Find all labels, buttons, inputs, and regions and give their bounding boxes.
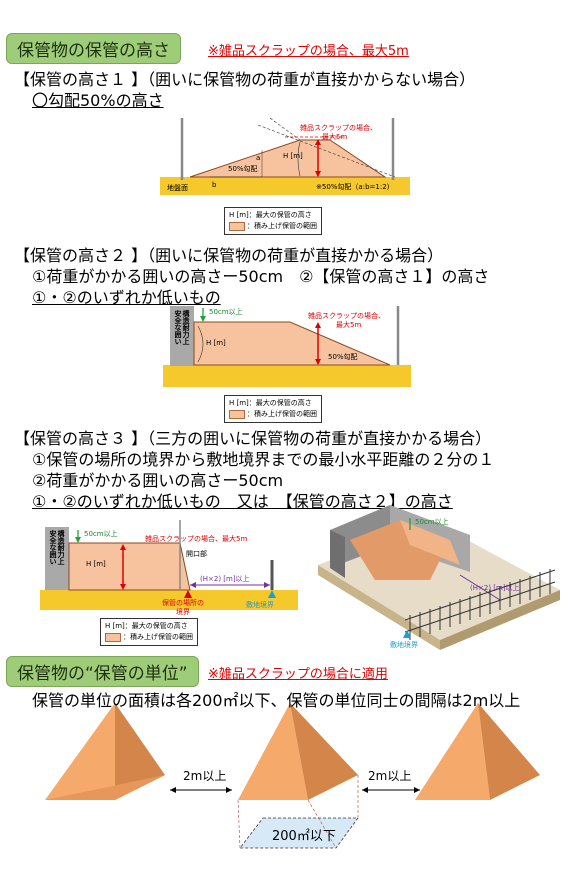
d3-h-label: H [m] <box>86 560 106 568</box>
height3-line3: ①・②のいずれか低いもの 又は 【保管の高さ２】の高さ <box>32 492 453 511</box>
d1-slope-label: 50%勾配 <box>228 165 258 173</box>
gap-label-1: 2m以上 <box>183 769 227 783</box>
height3-title: 【保管の高さ３ 】（三方の囲いに保管物の荷重が直接かかる場合） <box>14 429 492 448</box>
pyramid-2-right <box>290 703 358 800</box>
pyramid-2-left <box>238 703 308 800</box>
iso-site-label: 敷地境界 <box>390 641 418 649</box>
pyramid-1-right <box>115 703 165 800</box>
d3-scrap-label: 雑品スクラップの場合、最大5m <box>145 535 248 543</box>
height1-subtitle: 〇勾配50%の高さ <box>32 91 164 110</box>
slope-guide <box>257 124 396 178</box>
d1-b-label: b <box>212 181 217 189</box>
d2-pile <box>193 321 391 366</box>
d2-cm-label: 50cm以上 <box>209 308 243 316</box>
pyramid-3-right <box>478 703 540 800</box>
d2-h-label: H [m] <box>206 339 226 347</box>
height2-title: 【保管の高さ２ 】（囲いに保管物の荷重が直接かかる場合） <box>14 246 444 265</box>
d2-wall-label: 構造耐力上安全な囲い <box>174 310 190 345</box>
gap-label-2: 2m以上 <box>368 769 412 783</box>
d2-scrap-label: 雑品スクラップの場合、最大5m <box>308 312 385 329</box>
d3-dist-label: (H×2) [m]以上 <box>200 575 250 583</box>
d2-legend: H [m]：最大の保管の高さ ：積み上げ保管の範囲 <box>224 395 322 423</box>
d1-legend: H [m]：最大の保管の高さ ：積み上げ保管の範囲 <box>224 207 322 235</box>
note-max-5m: ※雑品スクラップの場合、最大5m <box>208 44 409 59</box>
d3-cm-label: 50cm以上 <box>84 530 118 538</box>
pile-shape <box>189 139 387 178</box>
pyramid-3-left <box>415 703 490 800</box>
d3-opening-label: 開口部 <box>186 550 207 558</box>
iso-fence <box>404 569 556 640</box>
height3-line2: ②荷重がかかる囲いの高さー50cm <box>32 471 284 490</box>
d3-wall-label: 構造耐力上安全な囲い <box>49 530 65 565</box>
height2-line1: ①荷重がかかる囲いの高さー50cm ②【保管の高さ１】の高さ <box>32 267 490 286</box>
unit-description: 保管の単位の面積は各200㎡以下、保管の単位同士の間隔は2m以上 <box>32 691 521 710</box>
section-heading-height: 保管物の保管の高さ <box>6 33 181 64</box>
height3-line1: ①保管の場所の境界から敷地境界までの最小水平距離の２分の１ <box>32 450 495 469</box>
iso-dist-label: (H×2) [m]以上 <box>470 584 520 592</box>
d3-boundary-label: 保管の場所の境界 <box>162 599 204 616</box>
d1-a-label: a <box>256 154 261 162</box>
d3-pile <box>68 542 191 591</box>
note-unit-applies: ※雑品スクラップの場合に適用 <box>208 667 388 682</box>
height2-line2: ①・②のいずれか低いもの <box>32 288 221 307</box>
pyramid-1-left <box>45 703 115 800</box>
d3-site-boundary-label: 敷地境界 <box>246 601 274 609</box>
height1-title: 【保管の高さ１ 】（囲いに保管物の荷重が直接かからない場合） <box>14 70 476 89</box>
d2-wall <box>170 306 194 366</box>
section-heading-unit: 保管物の“保管の単位” <box>6 656 199 687</box>
area-label: 200㎡以下 <box>272 829 336 844</box>
d2-slope-label: 50%勾配 <box>328 353 358 361</box>
d3-legend: H [m]：最大の保管の高さ ：積み上げ保管の範囲 <box>100 618 198 646</box>
d1-ratio-label: ※50%勾配（a:b=1:2) <box>316 183 390 191</box>
d1-h-label: H [m] <box>283 152 303 160</box>
legend-swatch <box>229 221 245 231</box>
ground-strip <box>160 177 410 195</box>
d1-ground-label: 地盤面 <box>167 184 188 192</box>
d1-scrap-label: 雑品スクラップの場合、最大5m <box>300 124 377 141</box>
iso-cm-label: 50cm以上 <box>415 518 449 526</box>
